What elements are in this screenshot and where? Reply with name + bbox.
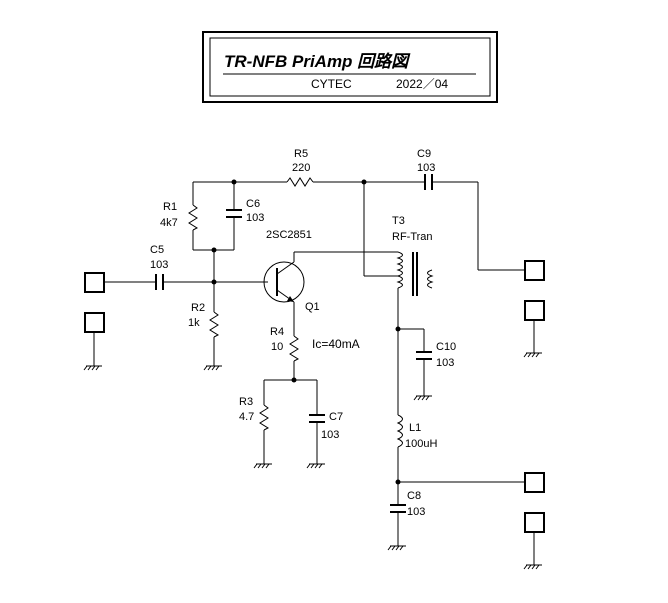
l1-value: 100uH	[405, 438, 437, 450]
r5-ref: R5	[294, 148, 308, 160]
c8-value: 103	[407, 506, 425, 518]
c6-ref: C6	[246, 198, 260, 210]
c5-value: 103	[150, 259, 168, 271]
supply-node: C8 103	[387, 481, 525, 551]
c10-value: 103	[436, 357, 454, 369]
q1-part: 2SC2851	[266, 229, 312, 241]
r3-ref: R3	[239, 396, 253, 408]
emitter-network: R3 4.7 C7 103	[239, 379, 343, 469]
inductor-l1: L1 100uH	[396, 414, 437, 497]
t3-value: RF-Tran	[392, 231, 433, 243]
resistor-r2: R2 1k	[188, 282, 222, 371]
r1-ref: R1	[163, 201, 177, 213]
company-name: CYTEC	[311, 77, 352, 91]
c7-ref: C7	[329, 411, 343, 423]
c9-ref: C9	[417, 148, 431, 160]
c7-value: 103	[321, 429, 339, 441]
l1-ref: L1	[409, 422, 421, 434]
power-connector	[523, 472, 545, 570]
q1-ref: Q1	[305, 301, 320, 313]
resistor-r5: R5 220	[292, 148, 310, 174]
c6-value: 103	[246, 212, 264, 224]
output-connector	[523, 260, 545, 358]
capacitor-c5: C5 103	[150, 244, 268, 290]
c10-ref: C10	[436, 341, 456, 353]
transformer-t3: T3 RF-Tran	[363, 182, 434, 415]
transistor-q1: 2SC2851 Q1	[263, 229, 398, 336]
capacitor-c10: C10 103	[398, 328, 456, 401]
r4-ref: R4	[270, 326, 284, 338]
t3-ref: T3	[392, 215, 405, 227]
feedback-network: R1 4k7 C6 103	[160, 182, 264, 282]
r3-value: 4.7	[239, 411, 254, 423]
c5-ref: C5	[150, 244, 164, 256]
resistor-r4: R4 10 Ic=40mA	[270, 326, 360, 380]
diagram-title: TR-NFB PriAmp 回路図	[224, 52, 411, 71]
input-connector	[83, 272, 155, 371]
r2-ref: R2	[191, 302, 205, 314]
top-wiring	[193, 177, 525, 271]
r5-value: 220	[292, 162, 310, 174]
junction-dots	[211, 179, 401, 485]
ic-annotation: Ic=40mA	[312, 337, 360, 351]
r1-value: 4k7	[160, 217, 178, 229]
capacitor-c9: C9 103	[417, 148, 435, 190]
c8-ref: C8	[407, 490, 421, 502]
title-block: TR-NFB PriAmp 回路図 CYTEC 2022／04	[202, 31, 498, 103]
r2-value: 1k	[188, 317, 200, 329]
drawing-date: 2022／04	[396, 77, 448, 91]
r4-value: 10	[271, 341, 283, 353]
c9-value: 103	[417, 162, 435, 174]
